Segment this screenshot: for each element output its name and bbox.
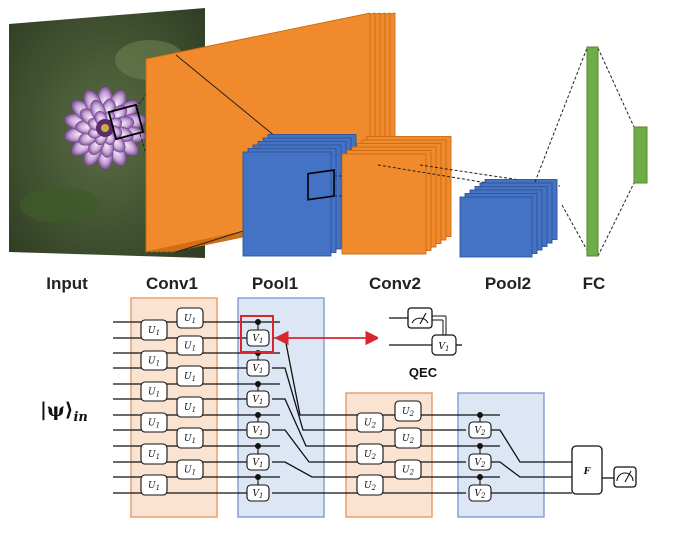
pool1-map (242, 151, 332, 257)
svg-text:U1: U1 (148, 326, 160, 337)
pool1-v-gate: V1 (246, 390, 270, 408)
svg-text:V2: V2 (475, 458, 487, 469)
conv2-u-gate: U2 (394, 400, 422, 422)
pool1-feature-maps (242, 134, 357, 257)
fc-bar-small (633, 126, 648, 184)
svg-text:U1: U1 (148, 357, 160, 368)
svg-text:U2: U2 (402, 434, 415, 445)
svg-text:U1: U1 (184, 466, 196, 477)
svg-text:U2: U2 (364, 419, 377, 430)
flower-pistil (101, 124, 109, 132)
routed-wire (272, 461, 466, 478)
pool2-map (459, 196, 533, 258)
svg-text:V2: V2 (475, 426, 487, 437)
label-pool1: Pool1 (252, 274, 298, 293)
svg-text:U1: U1 (184, 434, 196, 445)
qec-label: QEC (409, 365, 438, 380)
label-fc: FC (583, 274, 606, 293)
svg-text:U1: U1 (184, 403, 196, 414)
conv1-u-gate: U1 (176, 365, 204, 387)
conv2-u-gate: U2 (356, 474, 384, 496)
conv2-feature-maps (341, 136, 452, 255)
pool2-v-gate: V2 (468, 421, 492, 439)
conv1-u-gate: U1 (176, 396, 204, 418)
conv2-u-gate: U2 (394, 427, 422, 449)
svg-text:V1: V1 (253, 395, 264, 406)
conv1-u-gate: U1 (176, 335, 204, 356)
pool2-v-gate: V2 (468, 484, 492, 502)
svg-text:V1: V1 (253, 364, 264, 375)
svg-text:F: F (583, 467, 591, 477)
routed-wire (490, 461, 572, 478)
label-conv1: Conv1 (146, 274, 198, 293)
projection-pool2-fc (534, 47, 635, 257)
conv2-u-gate: U2 (356, 412, 384, 433)
conv1-u-gate: U1 (176, 307, 204, 329)
svg-text:U1: U1 (148, 388, 160, 399)
fc-gate: F (571, 445, 603, 495)
svg-text:V1: V1 (439, 342, 450, 353)
pool1-v-gate: V1 (246, 359, 270, 377)
qec-highlight-box (240, 315, 274, 353)
input-state-label: |ψ⟩in (40, 399, 88, 425)
conv1-u-gate: U1 (140, 443, 168, 465)
conv1-u-gate: U1 (176, 427, 204, 449)
svg-text:U1: U1 (148, 450, 160, 461)
conv1-u-gate: U1 (140, 474, 168, 496)
qec-v1-gate: V1 (431, 334, 457, 356)
pool1-v-gate: V1 (246, 453, 270, 471)
svg-text:U2: U2 (402, 466, 415, 477)
svg-text:U2: U2 (364, 450, 377, 461)
routed-wire (272, 398, 466, 447)
qec-box: V1 QEC (378, 297, 468, 385)
conv1-u-gate: U1 (140, 412, 168, 433)
pool2-v-gate: V2 (468, 453, 492, 471)
svg-text:V1: V1 (253, 334, 264, 345)
conv1-u-gate: U1 (140, 381, 168, 402)
conv1-u-gate: U1 (140, 350, 168, 371)
output-measurement-icon (613, 466, 637, 488)
pool2-feature-maps (459, 179, 558, 258)
routed-wire (272, 367, 466, 431)
svg-text:U1: U1 (184, 342, 196, 353)
label-input: Input (46, 274, 88, 293)
svg-text:U2: U2 (364, 481, 377, 492)
pool1-v-gate: V1 (246, 421, 270, 439)
svg-text:U1: U1 (184, 372, 196, 383)
label-conv2: Conv2 (369, 274, 421, 293)
conv2-u-gate: U2 (356, 443, 384, 465)
fc-bar-large (586, 46, 599, 257)
fc-layer (586, 46, 648, 257)
label-pool2: Pool2 (485, 274, 531, 293)
svg-text:U1: U1 (148, 481, 160, 492)
pool1-v-gate: V1 (246, 329, 270, 347)
svg-text:V1: V1 (253, 458, 264, 469)
svg-text:V2: V2 (475, 489, 487, 500)
svg-text:U1: U1 (148, 419, 160, 430)
quantum-gates: U1U1U1U1U1U1U1U1U1U1U1U1V1V1V1V1V1V1U2U2… (140, 307, 492, 502)
svg-text:V1: V1 (253, 489, 264, 500)
routed-wire (272, 429, 466, 463)
svg-text:V1: V1 (253, 426, 264, 437)
conv2-map (341, 153, 427, 255)
conv1-u-gate: U1 (140, 319, 168, 341)
pool1-v-gate: V1 (246, 484, 270, 502)
conv2-u-gate: U2 (394, 459, 422, 480)
svg-text:U1: U1 (184, 314, 196, 325)
svg-text:U2: U2 (402, 407, 415, 418)
conv1-u-gate: U1 (176, 459, 204, 480)
routed-wire (490, 429, 572, 463)
